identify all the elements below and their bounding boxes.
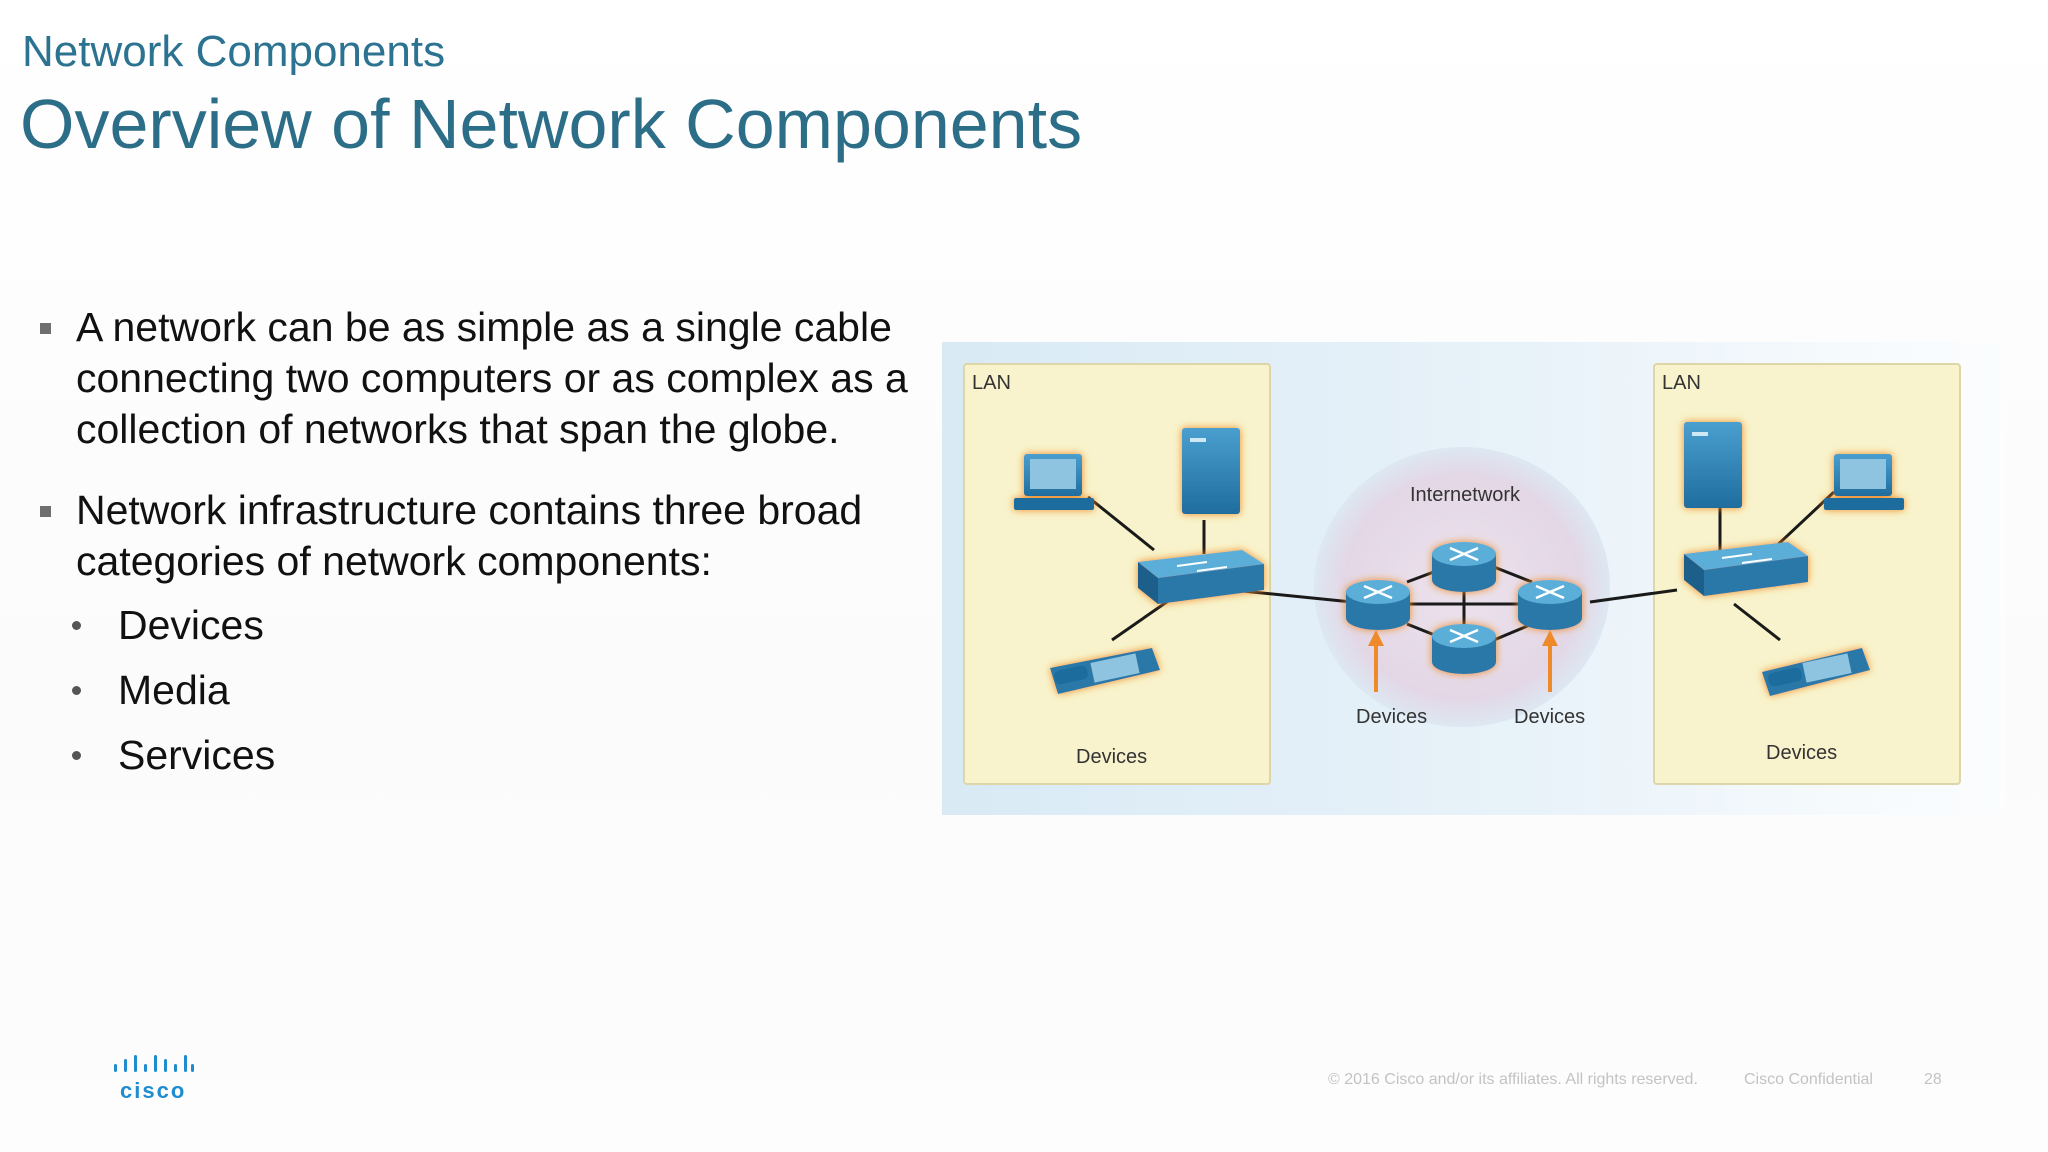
left-lan-label: LAN (972, 372, 1011, 394)
square-bullet-icon (40, 506, 51, 517)
arrow-icon (1368, 630, 1558, 692)
ip-phone-icon (1050, 648, 1160, 694)
bullet-text: Network infrastructure contains three br… (76, 487, 863, 584)
switch-icon (1684, 542, 1808, 596)
internetwork-label: Internetwork (1410, 484, 1521, 506)
ip-phone-icon (1762, 648, 1870, 696)
sub-bullet-text: Devices (118, 602, 264, 648)
dot-bullet-icon (72, 751, 81, 760)
dot-bullet-icon (72, 686, 81, 695)
network-diagram: LAN Devices Internetwork Devices Devices… (942, 342, 2006, 815)
page-number: 28 (1924, 1071, 1942, 1088)
section-title: Network Components (22, 27, 446, 76)
computer-icon (1824, 454, 1904, 510)
sub-bullet-item: Media (38, 658, 918, 723)
server-icon (1684, 422, 1742, 508)
bullet-item: Network infrastructure contains three br… (38, 485, 918, 587)
computer-icon (1014, 454, 1094, 510)
confidential-text: Cisco Confidential (1744, 1071, 1873, 1088)
copyright-text: © 2016 Cisco and/or its affiliates. All … (1328, 1071, 1698, 1088)
cisco-logo: cisco (112, 1054, 196, 1103)
sub-bullet-item: Devices (38, 593, 918, 658)
right-devices-label: Devices (1766, 742, 1838, 764)
switch-icon (1138, 550, 1264, 604)
network-diagram-graphic (963, 363, 1961, 785)
router-icon (1432, 624, 1496, 674)
slide-title: Overview of Network Components (20, 85, 1083, 163)
left-devices-label: Devices (1076, 746, 1148, 768)
square-bullet-icon (40, 323, 51, 334)
sub-bullet-item: Services (38, 723, 918, 788)
internetwork-devices-right-label: Devices (1514, 706, 1586, 728)
server-icon (1182, 428, 1240, 514)
cisco-bars-icon (114, 1055, 194, 1072)
router-icon (1432, 542, 1496, 592)
right-lan-label: LAN (1662, 372, 1701, 394)
bullet-item: A network can be as simple as a single c… (38, 302, 918, 455)
sub-bullet-text: Media (118, 667, 230, 713)
router-icon (1346, 580, 1410, 630)
bullet-text: A network can be as simple as a single c… (76, 304, 908, 452)
dot-bullet-icon (72, 621, 81, 630)
router-icon (1518, 580, 1582, 630)
sub-bullet-text: Services (118, 732, 276, 778)
cisco-wordmark: cisco (120, 1078, 187, 1103)
bullet-list: A network can be as simple as a single c… (38, 302, 918, 788)
internetwork-devices-left-label: Devices (1356, 706, 1428, 728)
